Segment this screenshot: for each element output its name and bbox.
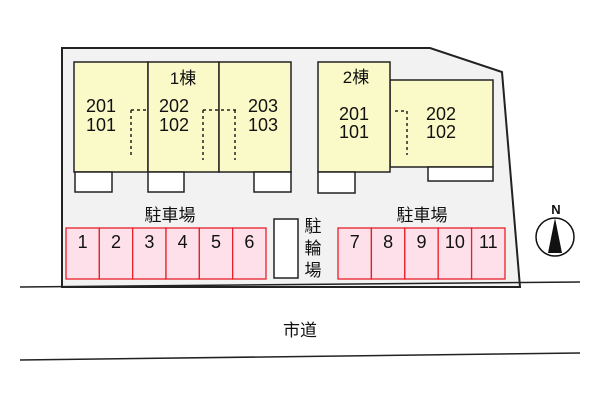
parking-space-number: 7 (350, 232, 360, 252)
parking-space-number: 10 (445, 232, 465, 252)
building-2-label: 2棟 (343, 68, 369, 87)
unit-lower: 101 (339, 122, 369, 142)
parking-space-number: 2 (111, 232, 121, 252)
parking-space-number: 4 (178, 232, 188, 252)
parking-space (198, 227, 234, 280)
parking-space-number: 9 (416, 232, 426, 252)
parking-right-label: 駐車場 (397, 206, 448, 225)
building-1-label: 1棟 (170, 69, 196, 88)
parking-space (337, 227, 373, 280)
parking-space-number: 6 (244, 232, 254, 252)
parking-space (232, 227, 267, 280)
parking-right: 7 8 9 10 11 (337, 227, 506, 280)
compass-icon: N (535, 202, 575, 257)
parking-space (98, 227, 134, 280)
unit-lower: 102 (159, 115, 189, 135)
parking-space-number: 11 (479, 232, 498, 252)
parking-space (370, 227, 406, 280)
compass-north-label: N (551, 202, 560, 217)
unit-lower: 102 (426, 122, 456, 142)
unit-upper: 202 (159, 96, 189, 116)
unit-lower: 103 (248, 115, 278, 135)
road-edge-top (19, 281, 581, 288)
parking-space-number: 8 (383, 232, 393, 252)
bicycle-parking-label: 輪 (305, 239, 322, 258)
parking-space (470, 227, 506, 280)
parking-left: 1 2 3 4 5 6 (65, 227, 267, 280)
parking-space-number: 1 (78, 232, 88, 252)
road-label: 市道 (283, 321, 317, 340)
bicycle-parking (273, 218, 299, 279)
unit-upper: 201 (86, 96, 116, 116)
unit-upper: 201 (339, 104, 369, 124)
unit-upper: 203 (248, 96, 278, 116)
parking-space (404, 227, 439, 280)
unit-lower: 101 (86, 115, 116, 135)
road-edge-bottom (19, 352, 581, 361)
parking-space-number: 5 (211, 232, 221, 252)
parking-left-label: 駐車場 (145, 206, 196, 225)
bicycle-parking-label: 駐 (305, 217, 322, 236)
bicycle-parking-label: 場 (305, 261, 322, 280)
building-1 (73, 61, 292, 193)
parking-space (437, 227, 473, 280)
building-2 (317, 61, 494, 194)
parking-space (165, 227, 200, 280)
unit-upper: 202 (426, 104, 456, 124)
parking-space-number: 3 (144, 232, 154, 252)
